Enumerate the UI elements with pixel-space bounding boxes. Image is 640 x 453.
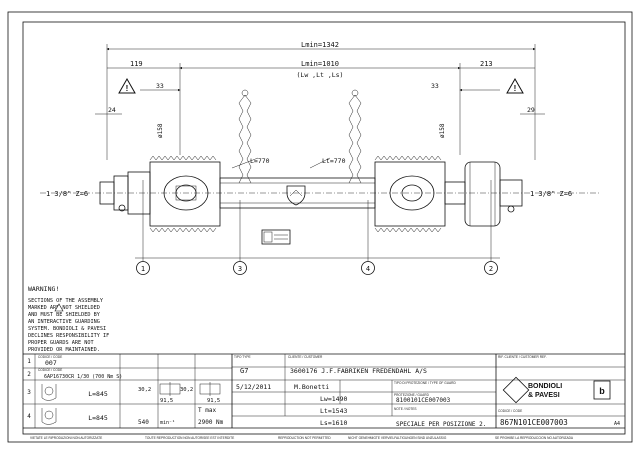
row3-length: L=845 <box>88 390 108 398</box>
code-value: 867N101CE007003 <box>500 418 568 427</box>
dimension-lmin-total: Lmin=1342 <box>106 41 536 160</box>
svg-text:CODICE / CODE: CODICE / CODE <box>498 409 522 413</box>
svg-text:NOTE / NOTES: NOTE / NOTES <box>394 407 417 411</box>
svg-text:4: 4 <box>27 413 31 420</box>
svg-text:PROTEZIONE / GUARD: PROTEZIONE / GUARD <box>394 393 430 397</box>
svg-text:!: ! <box>514 84 517 93</box>
footer-disclaimers: VIETATE LE RIPRODUZIONI NON AUTORIZZATE … <box>30 436 574 440</box>
svg-text:AN INTERACTIVE GUARDING: AN INTERACTIVE GUARDING <box>28 319 100 325</box>
left-24-label: 24 <box>108 106 116 114</box>
svg-text:SYSTEM. BONDIOLI & PAVESI: SYSTEM. BONDIOLI & PAVESI <box>28 326 106 332</box>
svg-text:TIPO TYPE: TIPO TYPE <box>234 355 251 359</box>
lmin-tubes-label: Lmin=1010 <box>301 60 339 68</box>
svg-text:TOUTE REPRODUCTION NON AUTORIS: TOUTE REPRODUCTION NON AUTORISEE EST INT… <box>145 436 234 440</box>
svg-text:2: 2 <box>489 265 493 273</box>
svg-text:2: 2 <box>27 371 31 378</box>
svg-text:SE PROHIBE LA REPRODUCCION NO: SE PROHIBE LA REPRODUCCION NO AUTORIZADA <box>495 436 574 440</box>
svg-text:3: 3 <box>238 265 242 273</box>
warning-triangle-left: ! <box>118 77 136 94</box>
balloon-2: 2 <box>484 261 498 275</box>
svg-text:!: ! <box>126 84 129 93</box>
lt-value: Lt=1543 <box>320 407 347 415</box>
driveline-assembly <box>99 89 523 245</box>
svg-text:PROPER GUARDS ARE NOT: PROPER GUARDS ARE NOT <box>28 340 94 346</box>
warning-note: WARNING! SECTIONS OF THE ASSEMBLY MARKED… <box>28 285 109 353</box>
svg-text:1: 1 <box>141 265 145 273</box>
svg-text:TIPO DI PROTEZIONE / TYPE OF G: TIPO DI PROTEZIONE / TYPE OF GUARD <box>394 381 456 385</box>
svg-text:RIF. CLIENTE / CUSTOMER REF.: RIF. CLIENTE / CUSTOMER REF. <box>498 355 547 359</box>
right-29-label: 29 <box>527 106 535 114</box>
warning-triangle-right: ! <box>506 77 524 94</box>
balloon-1: 1 <box>136 261 150 275</box>
left-offset-label: 119 <box>130 60 143 68</box>
svg-text:DECLINES RESPONSIBILITY IF: DECLINES RESPONSIBILITY IF <box>28 333 109 339</box>
page-tag: A4 <box>614 421 620 427</box>
svg-text:30,2: 30,2 <box>138 387 151 393</box>
right-33-label: 33 <box>431 82 439 90</box>
lmin-total-label: Lmin=1342 <box>301 41 339 49</box>
torque-value: 2900 Nm <box>198 419 224 426</box>
row1-code: 007 <box>45 359 57 367</box>
svg-text:VIETATE LE RIPRODUZIONI NON AU: VIETATE LE RIPRODUZIONI NON AUTORIZZATE <box>30 436 102 440</box>
row4-length: L=845 <box>88 414 108 422</box>
row2-code: 6AP16730CR 1/30 (700 Nm S) <box>44 374 122 380</box>
brand-line1: BONDIOLI <box>528 383 562 390</box>
designer-value: M.Bonetti <box>294 383 329 391</box>
svg-text:b: b <box>599 386 605 396</box>
dimension-lmin-tubes: Lmin=1010 (Lw ,Lt ,Ls) <box>179 60 461 155</box>
svg-text:CLIENTE / CUSTOMER: CLIENTE / CUSTOMER <box>288 355 323 359</box>
tube-left-length: L=770 <box>250 157 270 165</box>
inner-frame <box>22 21 626 435</box>
svg-text:min⁻¹: min⁻¹ <box>160 420 175 426</box>
svg-text:MARKED ARE NOT SHIELDED: MARKED ARE NOT SHIELDED <box>28 305 100 311</box>
svg-text:3: 3 <box>27 389 31 396</box>
svg-text:CODICE / CODE: CODICE / CODE <box>38 368 62 372</box>
svg-text:91,5: 91,5 <box>207 398 220 404</box>
right-diameter-label: ø158 <box>439 123 446 138</box>
svg-text:NICHT GENEHMIGTE VERVIELFALTIG: NICHT GENEHMIGTE VERVIELFALTIGUNGEN SIND… <box>348 436 447 440</box>
drawing-number: 8100101CE007003 <box>396 397 451 404</box>
svg-text:4: 4 <box>366 265 370 273</box>
outer-border <box>7 11 633 443</box>
svg-text:91,5: 91,5 <box>160 398 173 404</box>
title-block: 1 2 3 4 CODICE / CODE 007 CODICE / CODE … <box>23 353 625 429</box>
lw-value: Lw=1490 <box>320 395 347 403</box>
svg-text:1: 1 <box>27 358 31 365</box>
svg-text:AND MUST BE SHIELDED BY: AND MUST BE SHIELDED BY <box>28 312 101 318</box>
brand-line2: & PAVESI <box>528 392 560 399</box>
tube-right-length: Lt=770 <box>322 157 346 165</box>
brand-logo-icon <box>502 376 530 404</box>
left-33-label: 33 <box>156 82 164 90</box>
svg-text:30,2: 30,2 <box>180 387 193 393</box>
svg-text:SECTIONS OF THE ASSEMBLY: SECTIONS OF THE ASSEMBLY <box>28 298 104 304</box>
balloon-4: 4 <box>361 261 375 275</box>
svg-text:CODICE / CODE: CODICE / CODE <box>38 355 62 359</box>
svg-text:REPRODUCTION NOT PERMITTED: REPRODUCTION NOT PERMITTED <box>278 436 331 440</box>
type-value: G7 <box>240 367 248 375</box>
lmin-tubes-sub: (Lw ,Lt ,Ls) <box>297 71 344 79</box>
left-diameter-label: ø158 <box>157 123 164 138</box>
right-offset-label: 213 <box>480 60 493 68</box>
svg-text:PROVIDED OR MAINTAINED.: PROVIDED OR MAINTAINED. <box>28 347 100 353</box>
left-shaft-label: 1 3/8" Z=6 <box>46 190 88 198</box>
customer-value: 3600176 J.F.FABRIKEN FREDENDAHL A/S <box>290 367 427 375</box>
speed-value: 540 <box>138 419 149 426</box>
ls-value: Ls=1610 <box>320 419 347 427</box>
brand-mark-icon <box>593 380 611 400</box>
torque-label: T max <box>198 407 216 414</box>
notes-value: SPECIALE PER POSIZIONE 2. <box>396 421 486 428</box>
right-shaft-label: 1 3/8" Z=6 <box>530 190 572 198</box>
warning-title: WARNING! <box>28 285 59 293</box>
date-value: 5/12/2011 <box>236 383 271 391</box>
balloon-3: 3 <box>233 261 247 275</box>
